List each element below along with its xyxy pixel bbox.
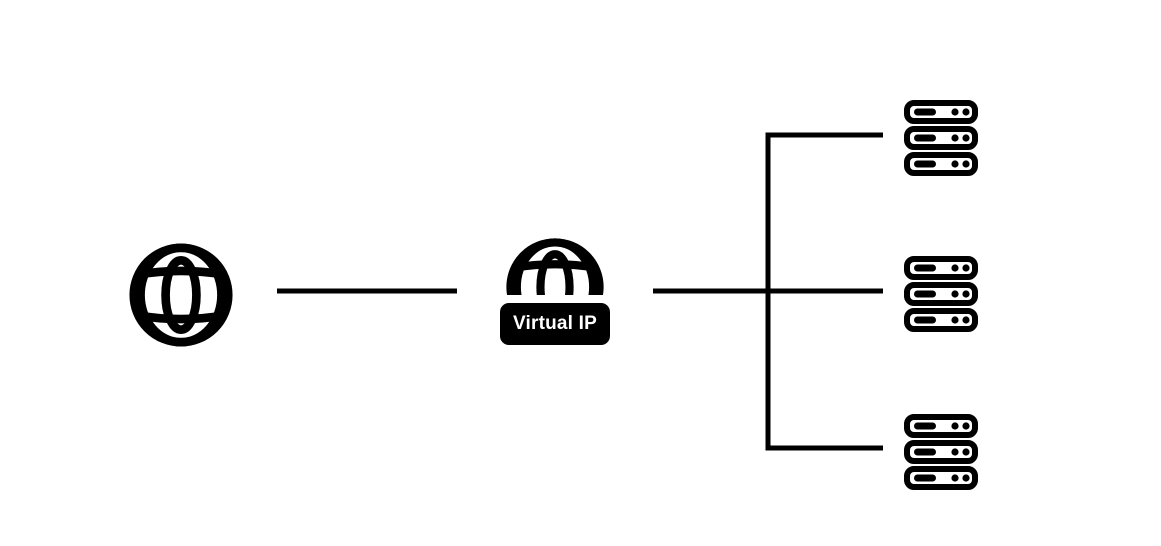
server-node — [901, 254, 981, 334]
server-icon — [904, 100, 978, 176]
server-node — [901, 412, 981, 492]
internet-node — [128, 242, 234, 348]
server-node — [901, 98, 981, 178]
server-icon — [904, 414, 978, 490]
virtual-ip-node: Virtual IP — [500, 237, 615, 347]
virtual-ip-label: Virtual IP — [500, 303, 610, 345]
server-icon — [904, 256, 978, 332]
globe-icon — [129, 243, 233, 347]
globe-icon — [505, 237, 605, 295]
